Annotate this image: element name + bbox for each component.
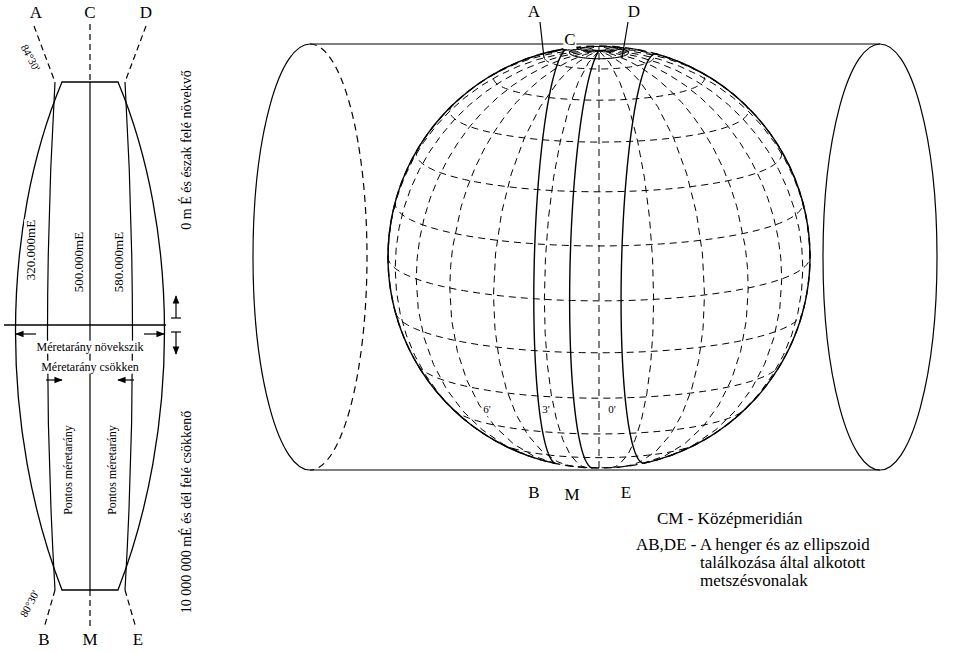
- secant-line: [125, 590, 136, 628]
- northing-tick: [171, 331, 181, 332]
- cylinder-end: [253, 44, 310, 470]
- zone-letter: D: [139, 4, 153, 22]
- central-meridian: [89, 590, 90, 628]
- zone-letter: E: [132, 631, 144, 649]
- cylinder-edge: [310, 43, 880, 44]
- secant-line: [34, 26, 55, 82]
- central-meridian: [570, 51, 599, 468]
- letter-leader: [540, 22, 544, 58]
- northing-tick: [171, 317, 181, 318]
- key-entry: AB,DE - A henger és az ellipszoid találk…: [636, 536, 948, 590]
- scale-arrow: [46, 379, 62, 380]
- easting-label: 320.000mE: [24, 219, 38, 281]
- zone-letter: B: [527, 484, 540, 502]
- northing-arrow: [175, 332, 176, 354]
- meridian-degree: 0': [607, 404, 616, 416]
- northing-label: 0 m É és észak felé növekvő: [180, 69, 195, 230]
- zone-letter: C: [83, 4, 96, 22]
- scale-arrow: [144, 333, 164, 334]
- letter-leader: [622, 22, 628, 58]
- cylinder-edge: [310, 469, 880, 470]
- zone-letter: D: [627, 3, 641, 21]
- scale-arrow: [16, 333, 36, 334]
- zone-outline: [16, 82, 165, 590]
- latitude-label: 84°30': [18, 42, 42, 74]
- easting-label: 500.000mE: [72, 231, 86, 293]
- secant-line: [48, 82, 56, 590]
- meridian-degree: 6': [482, 404, 491, 416]
- secant-line: [621, 54, 810, 463]
- key-entry: CM - Középmeridián: [656, 510, 803, 528]
- zone-letter: M: [81, 631, 98, 649]
- zone-letter: A: [29, 4, 43, 22]
- meridian-degree: 3': [541, 404, 550, 416]
- polar-cap: [570, 47, 629, 59]
- secant-line: [125, 82, 133, 590]
- zone-letter: M: [563, 486, 580, 504]
- graticule: [388, 46, 810, 468]
- secant-line: [44, 590, 55, 628]
- equator-line: [4, 324, 166, 325]
- zone-letter: C: [563, 31, 576, 49]
- secant-line: [125, 26, 146, 82]
- central-meridian: [89, 24, 90, 82]
- latitude-label: 80°30': [18, 588, 42, 620]
- northing-label: 10 000 000 mÉ és dél felé csökkenő: [180, 410, 195, 615]
- ellipsoid-outline: [388, 46, 810, 468]
- central-meridian: [89, 82, 90, 590]
- northing-arrow: [175, 296, 176, 318]
- cylinder-end: [823, 44, 937, 470]
- zone-letter: B: [37, 631, 50, 649]
- scale-label: Méretarány növekszik: [36, 341, 145, 354]
- scale-arrow: [118, 379, 134, 380]
- scale-label: Méretarány csökken: [40, 361, 140, 374]
- cylinder-end: [310, 44, 367, 470]
- true-scale-label: Pontos méretarány: [106, 424, 119, 516]
- true-scale-label: Pontos méretarány: [62, 424, 75, 516]
- easting-label: 580.000mE: [112, 231, 126, 293]
- secant-line: [388, 48, 568, 463]
- zone-letter: A: [527, 3, 541, 21]
- zone-letter: E: [620, 484, 632, 502]
